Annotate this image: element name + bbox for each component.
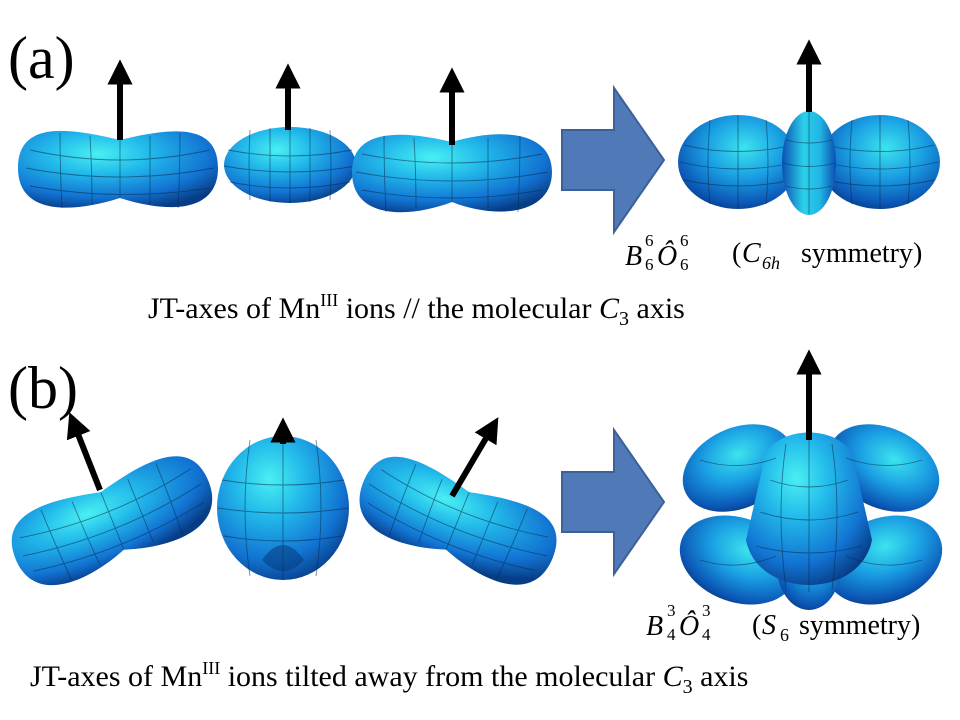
stevens-term-b: B 3 4 Ô 3 4 — [646, 601, 711, 644]
orbital-shape-b2 — [217, 436, 349, 580]
panel-a-label: (a) — [8, 25, 75, 91]
symmetry-label-a: ( C 6h symmetry) — [732, 238, 922, 273]
formula-b-B-sub: 4 — [667, 625, 676, 644]
formula-a-B-sub: 6 — [645, 255, 654, 274]
formula-a-O-sub: 6 — [680, 255, 689, 274]
caption-a: JT-axes of MnIII ions // the molecular C… — [148, 290, 685, 330]
sum-arrow-b — [561, 426, 666, 578]
orbital-shape-b1 — [11, 456, 213, 586]
symmetry-b-open: ( — [752, 610, 761, 641]
symmetry-a-open: ( — [732, 238, 741, 269]
formula-b-B: B — [646, 611, 663, 642]
sum-arrow-a — [561, 84, 666, 236]
symmetry-b-sub: 6 — [780, 625, 789, 645]
jt-axis-arrow-b1 — [66, 412, 103, 492]
formula-a-B-sup: 6 — [645, 231, 654, 250]
panel-a: (a) — [8, 25, 940, 330]
stevens-term-a: B 6 6 Ô 6 6 — [625, 231, 689, 274]
panel-b: (b) — [8, 349, 943, 698]
symmetry-a-letter: C — [742, 238, 761, 269]
result-shape-b — [679, 424, 943, 610]
symmetry-a-sub: 6h — [762, 253, 780, 273]
orbital-shape-a1 — [18, 130, 218, 209]
result-shape-a — [678, 111, 940, 215]
formula-b-O: Ô — [679, 611, 699, 642]
formula-b-O-sub: 4 — [702, 625, 711, 644]
formula-a-B: B — [625, 241, 642, 272]
jt-axis-arrow-b3 — [449, 417, 499, 498]
orbital-shape-a3 — [352, 134, 552, 213]
formula-b-O-sup: 3 — [702, 601, 711, 620]
orbital-shape-a2 — [223, 127, 357, 203]
orbital-shape-b3 — [359, 456, 557, 585]
formula-b-B-sup: 3 — [667, 601, 676, 620]
formula-a-O: Ô — [657, 241, 677, 272]
symmetry-b-word: symmetry) — [792, 610, 920, 641]
formula-a-O-sup: 6 — [680, 231, 689, 250]
caption-b: JT-axes of MnIII ions tilted away from t… — [30, 658, 748, 698]
symmetry-label-b: ( S 6 symmetry) — [752, 610, 920, 645]
symmetry-a-word: symmetry) — [794, 238, 922, 269]
symmetry-b-letter: S — [762, 610, 776, 641]
panel-b-label: (b) — [8, 355, 78, 421]
